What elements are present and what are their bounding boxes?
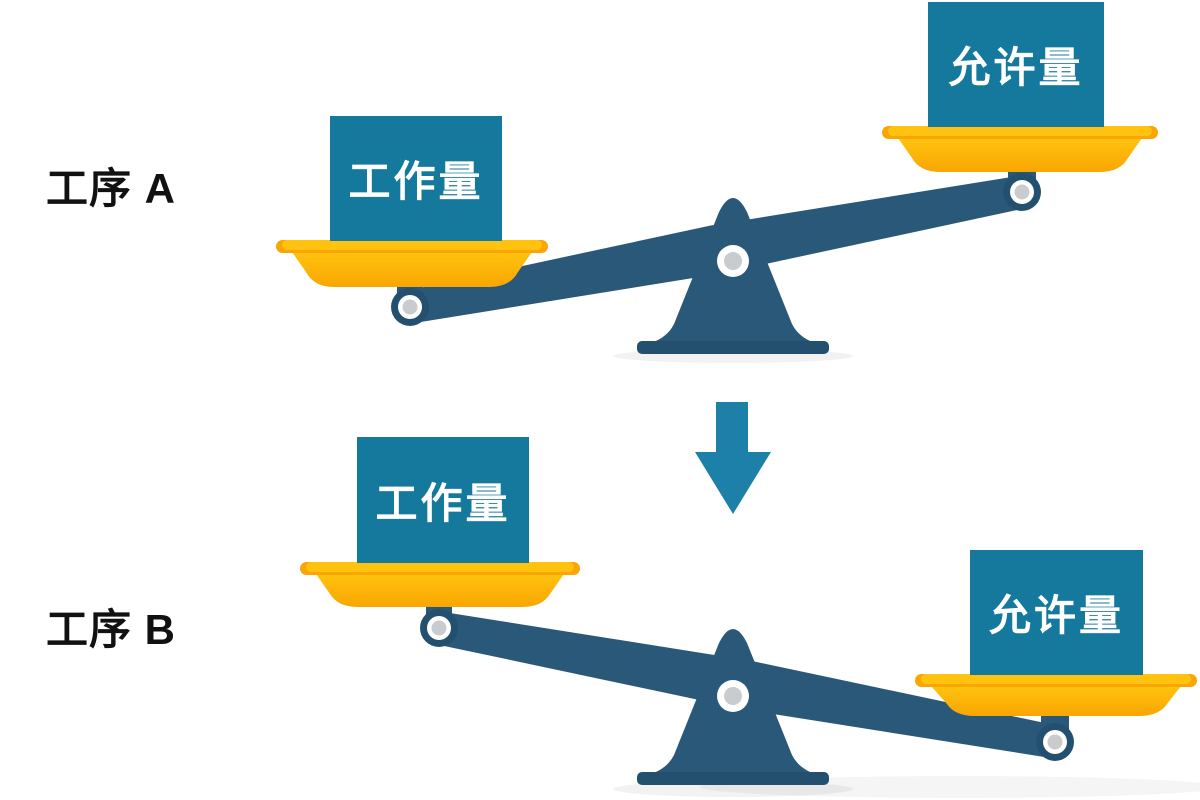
scale-a-right-pan	[882, 126, 1158, 172]
scale-b-fulcrum-base	[637, 772, 829, 785]
scale-a-right-hinge-icon	[1003, 173, 1041, 211]
scale-b-workload-box: 工作量	[357, 437, 529, 563]
scale-b-left-hinge-icon	[420, 609, 458, 647]
scale-b-allowance-box: 允许量	[970, 550, 1143, 675]
process-b-label: 工序 B	[46, 606, 177, 653]
scale-a-pivot-icon	[717, 245, 749, 277]
scale-b-pivot-icon	[717, 680, 749, 712]
scale-a-workload-box: 工作量	[330, 116, 502, 241]
scale-b-right-pan	[915, 674, 1197, 716]
scale-a-left-hinge-icon	[391, 288, 429, 326]
scale-b-right-hinge-icon	[1036, 723, 1074, 761]
down-arrow-icon	[695, 402, 771, 514]
process-a-label: 工序 A	[46, 165, 177, 212]
scale-a-left-pan	[276, 240, 548, 287]
scale-a-fulcrum-base	[637, 341, 829, 354]
scale-b-left-pan	[300, 562, 580, 607]
scale-a-allowance-box: 允许量	[928, 2, 1104, 127]
